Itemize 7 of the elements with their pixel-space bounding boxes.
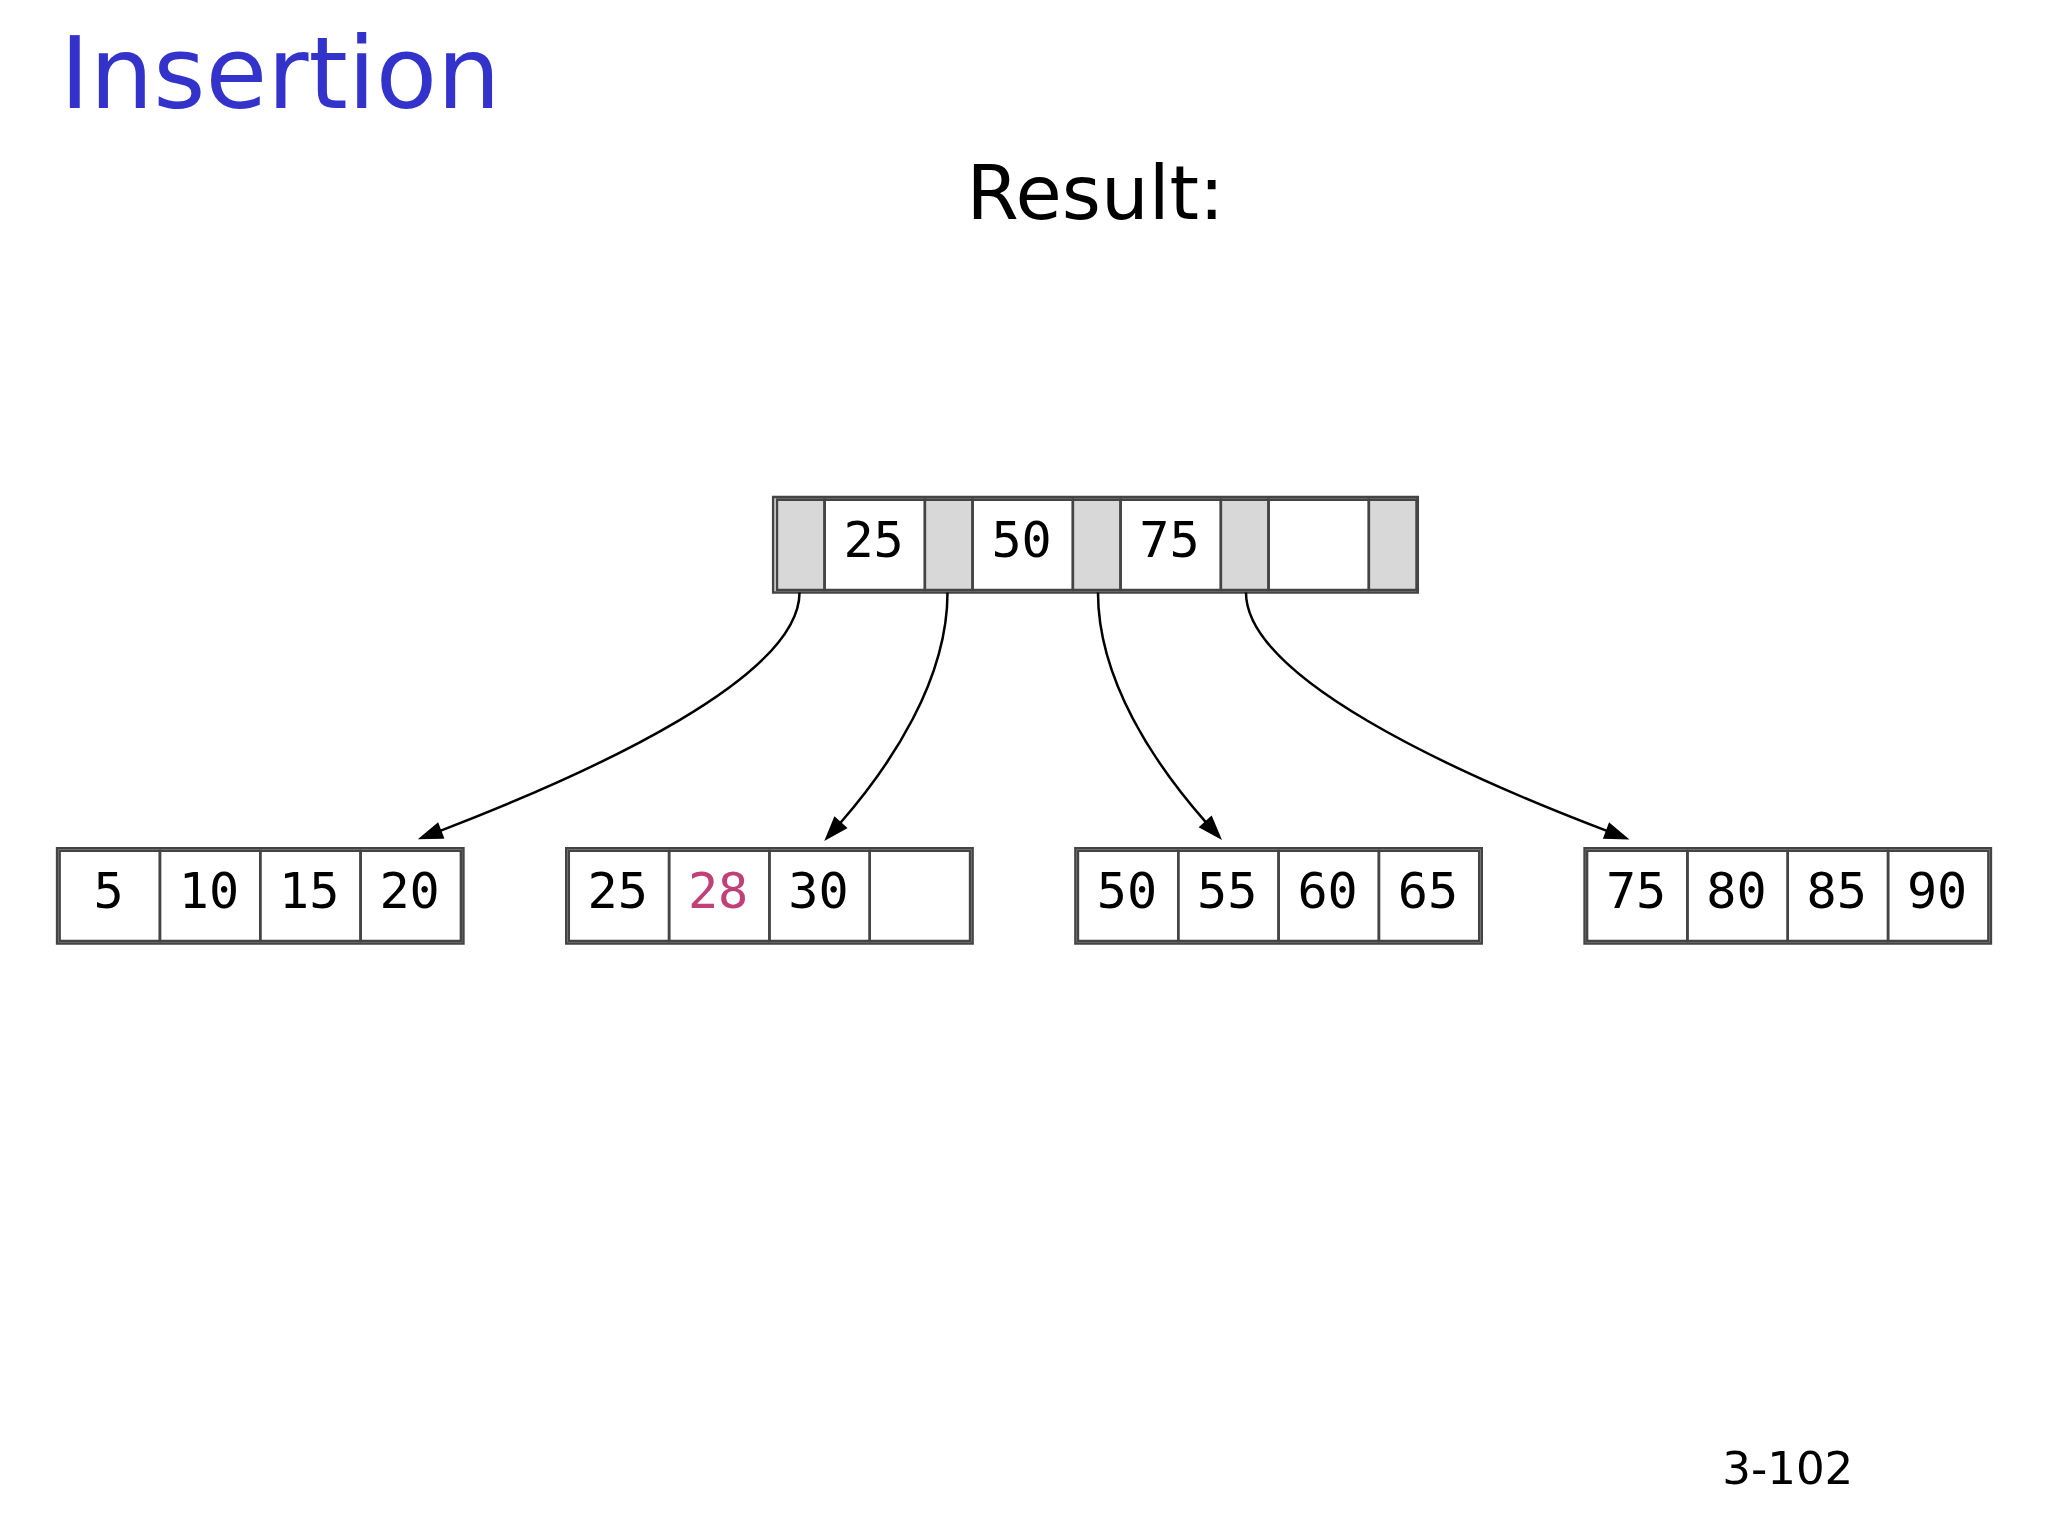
arrow: [1244, 592, 1630, 840]
label: Result:: [966, 148, 1225, 237]
arrow: [824, 592, 949, 841]
arrow: [417, 592, 801, 840]
label: 3-102: [1722, 1441, 1854, 1495]
diagram-title: Insertion: [60, 15, 501, 133]
arrow: [1096, 592, 1222, 840]
